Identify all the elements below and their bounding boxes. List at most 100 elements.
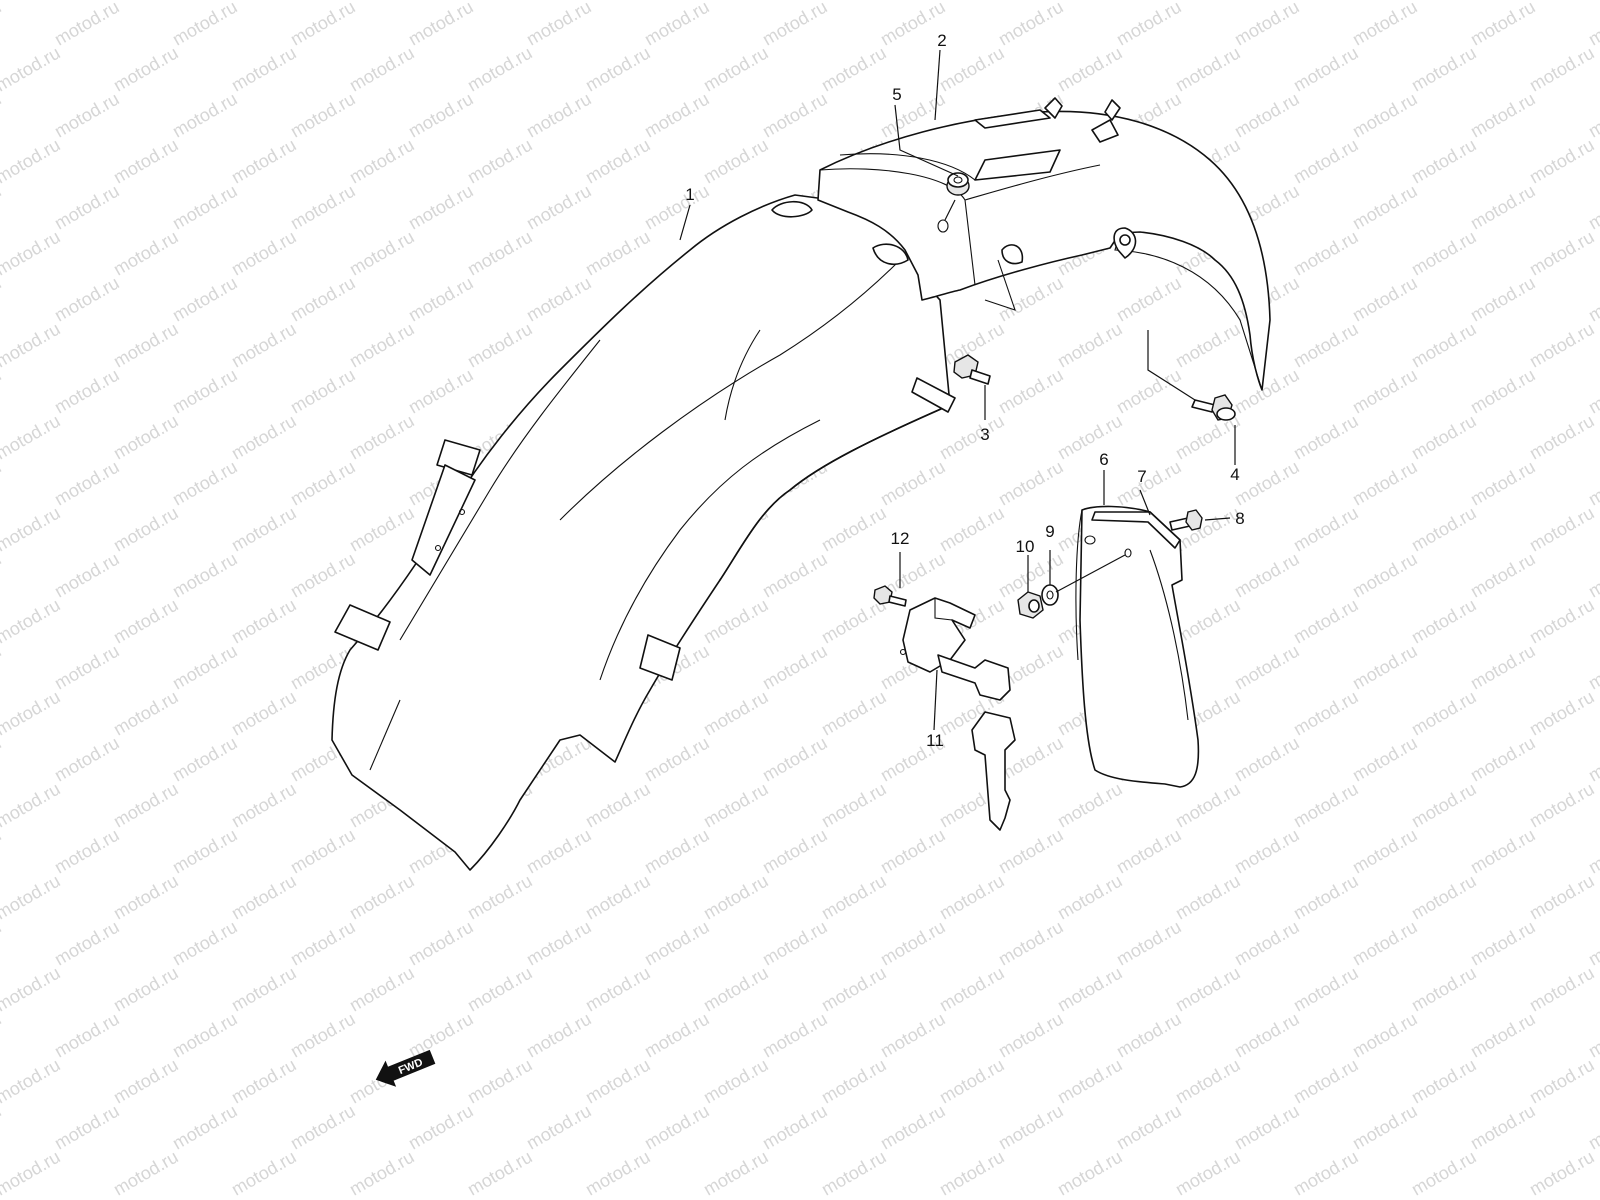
watermark-text: motod.ru xyxy=(0,457,5,510)
watermark-text: motod.ru xyxy=(51,549,123,602)
watermark-text: motod.ru xyxy=(1467,89,1539,142)
watermark-text: motod.ru xyxy=(169,365,241,418)
watermark-text: motod.ru xyxy=(582,871,654,924)
watermark-text: motod.ru xyxy=(1408,227,1480,280)
callout-5: 5 xyxy=(892,85,901,104)
watermark-text: motod.ru xyxy=(1231,733,1303,786)
watermark-text: motod.ru xyxy=(1054,0,1126,3)
watermark-text: motod.ru xyxy=(169,273,241,326)
watermark-text: motod.ru xyxy=(523,273,595,326)
watermark-text: motod.ru xyxy=(287,89,359,142)
watermark-text: motod.ru xyxy=(169,0,241,49)
watermark-text: motod.ru xyxy=(287,457,359,510)
watermark-text: motod.ru xyxy=(1349,0,1421,49)
watermark-text: motod.ru xyxy=(169,1009,241,1062)
watermark-text: motod.ru xyxy=(936,43,1008,96)
watermark-text: motod.ru xyxy=(1526,595,1598,648)
watermark-text: motod.ru xyxy=(110,687,182,740)
watermark-text: motod.ru xyxy=(346,871,418,924)
watermark-text: motod.ru xyxy=(1290,227,1362,280)
watermark-text: motod.ru xyxy=(818,1055,890,1108)
watermark-text: motod.ru xyxy=(1408,319,1480,372)
callout-7: 7 xyxy=(1137,467,1146,486)
watermark-text: motod.ru xyxy=(936,1147,1008,1200)
watermark-text: motod.ru xyxy=(228,871,300,924)
watermark-text: motod.ru xyxy=(995,825,1067,878)
watermark-text: motod.ru xyxy=(936,1055,1008,1108)
watermark-text: motod.ru xyxy=(1526,135,1598,188)
watermark-text: motod.ru xyxy=(346,227,418,280)
watermark-text: motod.ru xyxy=(1290,503,1362,556)
watermark-text: motod.ru xyxy=(0,1055,64,1108)
watermark-text: motod.ru xyxy=(582,779,654,832)
watermark-text: motod.ru xyxy=(1290,1147,1362,1200)
watermark-text: motod.ru xyxy=(1290,871,1362,924)
watermark-text: motod.ru xyxy=(818,503,890,556)
watermark-text: motod.ru xyxy=(1526,963,1598,1016)
watermark-text: motod.ru xyxy=(405,1009,477,1062)
plate-bracket-part-6-7 xyxy=(1075,505,1200,788)
watermark-text: motod.ru xyxy=(169,825,241,878)
watermark-text: motod.ru xyxy=(51,917,123,970)
washer-part-9 xyxy=(1041,584,1059,606)
watermark-text: motod.ru xyxy=(759,1101,831,1154)
watermark-text: motod.ru xyxy=(287,181,359,234)
watermark-text: motod.ru xyxy=(228,687,300,740)
watermark-text: motod.ru xyxy=(1290,1055,1362,1108)
watermark-text: motod.ru xyxy=(405,273,477,326)
watermark-text: motod.ru xyxy=(228,1147,300,1200)
watermark-text: motod.ru xyxy=(1113,273,1185,326)
watermark-text: motod.ru xyxy=(1290,779,1362,832)
watermark-text: motod.ru xyxy=(582,227,654,280)
watermark-text: motod.ru xyxy=(169,89,241,142)
watermark-text: motod.ru xyxy=(0,365,5,418)
watermark-text: motod.ru xyxy=(1231,917,1303,970)
watermark-text: motod.ru xyxy=(1467,825,1539,878)
watermark-text: motod.ru xyxy=(51,89,123,142)
screw-part-8 xyxy=(1169,509,1203,531)
watermark-text: motod.ru xyxy=(0,549,5,602)
watermark-text: motod.ru xyxy=(523,0,595,49)
watermark-text: motod.ru xyxy=(0,135,64,188)
watermark-text: motod.ru xyxy=(1585,641,1600,694)
watermark-text: motod.ru xyxy=(1526,1055,1598,1108)
watermark-text: motod.ru xyxy=(405,0,477,49)
watermark-text: motod.ru xyxy=(1290,0,1362,3)
watermark-text: motod.ru xyxy=(228,43,300,96)
watermark-text: motod.ru xyxy=(1408,871,1480,924)
watermark-text: motod.ru xyxy=(0,273,5,326)
watermark-text: motod.ru xyxy=(0,687,64,740)
watermark-text: motod.ru xyxy=(1408,411,1480,464)
watermark-text: motod.ru xyxy=(700,779,772,832)
watermark-text: motod.ru xyxy=(1526,503,1598,556)
watermark-text: motod.ru xyxy=(1054,871,1126,924)
watermark-text: motod.ru xyxy=(1231,0,1303,49)
watermark-text: motod.ru xyxy=(1172,503,1244,556)
watermark-text: motod.ru xyxy=(1585,1009,1600,1062)
watermark-text: motod.ru xyxy=(641,733,713,786)
watermark-text: motod.ru xyxy=(1231,89,1303,142)
watermark-text: motod.ru xyxy=(228,319,300,372)
rear-fender-cover-part-2 xyxy=(817,97,1271,391)
watermark-text: motod.ru xyxy=(759,825,831,878)
watermark-text: motod.ru xyxy=(759,917,831,970)
watermark-text: motod.ru xyxy=(877,917,949,970)
watermark-text: motod.ru xyxy=(346,1147,418,1200)
watermark-text: motod.ru xyxy=(582,1055,654,1108)
watermark-text: motod.ru xyxy=(0,319,64,372)
watermark-text: motod.ru xyxy=(1054,43,1126,96)
watermark-text: motod.ru xyxy=(110,411,182,464)
watermark-text: motod.ru xyxy=(582,963,654,1016)
callout-11: 11 xyxy=(926,731,944,750)
watermark-text: motod.ru xyxy=(0,0,64,3)
watermark-text: motod.ru xyxy=(1408,503,1480,556)
watermark-text: motod.ru xyxy=(169,1101,241,1154)
watermark-text: motod.ru xyxy=(1585,457,1600,510)
watermark-text: motod.ru xyxy=(405,365,477,418)
watermark-text: motod.ru xyxy=(464,43,536,96)
watermark-text: motod.ru xyxy=(936,503,1008,556)
watermark-text: motod.ru xyxy=(405,1101,477,1154)
watermark-text: motod.ru xyxy=(1054,1147,1126,1200)
watermark-text: motod.ru xyxy=(1113,825,1185,878)
watermark-text: motod.ru xyxy=(995,917,1067,970)
